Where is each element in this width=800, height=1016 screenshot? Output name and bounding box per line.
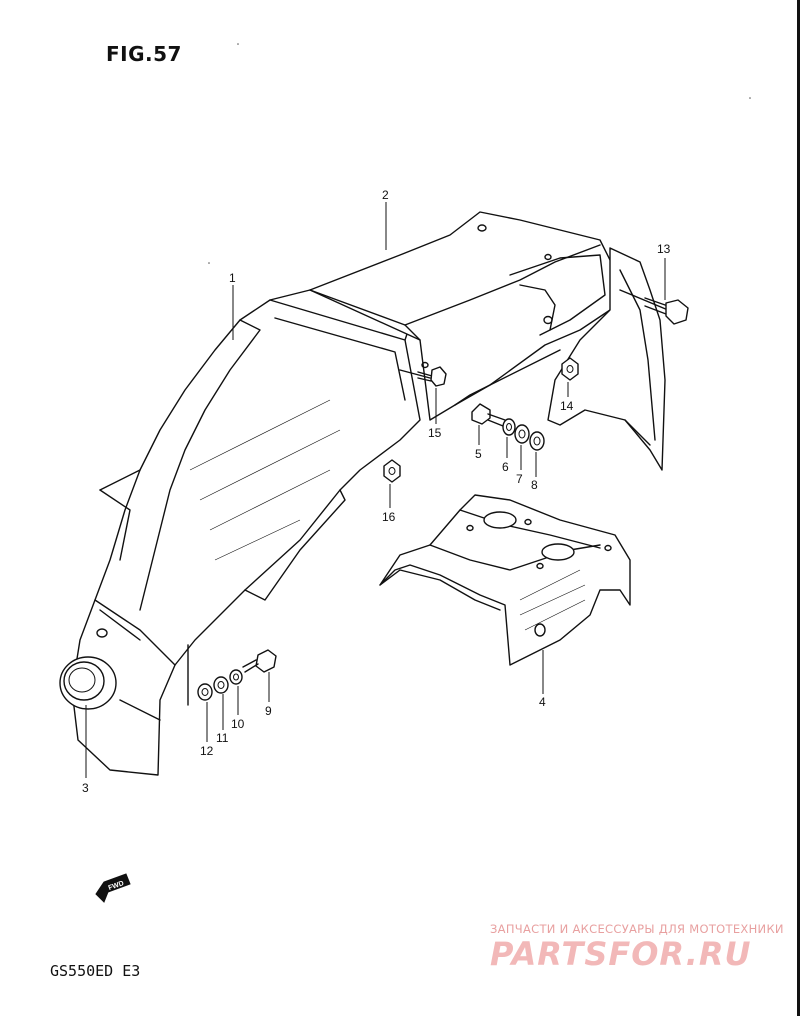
fwd-arrow-icon: FWD [95, 873, 131, 903]
callout-labels: 1 2 3 4 5 6 7 8 9 10 11 12 13 14 15 16 [82, 188, 671, 795]
page-edge [797, 0, 800, 1016]
watermark-logo: PARTSFOR.RU [490, 935, 752, 973]
fender-cover-part-2[interactable] [309, 211, 666, 471]
callout-7: 7 [516, 472, 523, 486]
nut-part-16[interactable] [383, 459, 401, 483]
callout-10: 10 [231, 717, 245, 731]
callout-8: 8 [531, 478, 538, 492]
nut-part-12[interactable] [197, 683, 213, 701]
watermark-tagline: ЗАПЧАСТИ И АКСЕССУАРЫ ДЛЯ МОТОТЕХНИКИ [490, 922, 784, 936]
bracket-part-4[interactable] [379, 494, 631, 666]
washer-part-6[interactable] [502, 418, 516, 436]
callout-11: 11 [216, 731, 229, 745]
figure-title: FIG.57 [106, 42, 182, 66]
callout-15: 15 [428, 426, 442, 440]
washer-part-7[interactable] [514, 424, 530, 444]
model-code: GS550ED E3 [50, 962, 141, 980]
reflector-part-3[interactable] [59, 656, 117, 710]
callout-3: 3 [82, 781, 89, 795]
bolt-part-13[interactable] [619, 289, 689, 325]
callout-13: 13 [657, 242, 671, 256]
nut-part-14[interactable] [561, 357, 579, 381]
callout-2: 2 [382, 188, 389, 202]
callout-12: 12 [200, 744, 214, 758]
washer-part-11[interactable] [213, 676, 229, 694]
leader-lines [85, 202, 666, 778]
screw-part-15[interactable] [399, 366, 447, 387]
rear-fender-part-1[interactable] [71, 289, 421, 776]
washer-part-10[interactable] [229, 669, 243, 685]
callout-14: 14 [560, 399, 574, 413]
bolt-part-5[interactable] [471, 403, 506, 427]
callout-1: 1 [229, 271, 236, 285]
callout-6: 6 [502, 460, 509, 474]
callout-5: 5 [475, 447, 482, 461]
nut-part-8[interactable] [529, 431, 545, 451]
callout-16: 16 [382, 510, 396, 524]
callout-4: 4 [539, 695, 546, 709]
callout-9: 9 [265, 704, 272, 718]
bolt-part-9[interactable] [242, 649, 277, 673]
